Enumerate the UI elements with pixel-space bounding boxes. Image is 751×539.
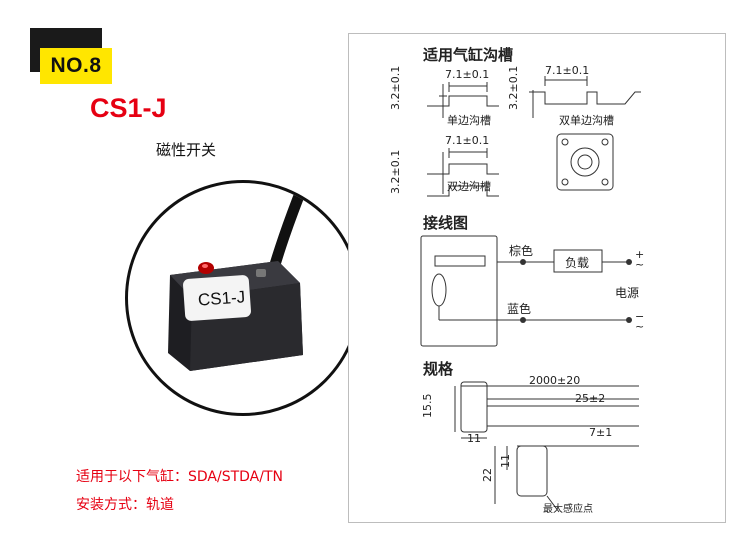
depth-dim-1: 3.2±0.1 [389,65,402,110]
product-label-text: CS1-J [197,287,246,310]
product-subtitle: 磁性开关 [156,141,217,159]
product-photo: CS1-J [125,180,361,416]
dim-22: 22 [481,468,494,482]
spec-title: 规格 [423,360,454,378]
dim-11-side: 11 [499,454,512,468]
sensor-illustration [168,183,310,371]
compatible-cylinders: 适用于以下气缸：SDA/STDA/TN [76,469,284,485]
width-dim-3: 7.1±0.1 [445,134,490,147]
load-label: 负载 [565,256,590,270]
width-dim-2: 7.1±0.1 [545,64,590,77]
power-label: 电源 [615,286,640,300]
width-dim-1: 7.1±0.1 [445,68,490,81]
sensing-point-label: 最大感应点 [543,504,593,515]
groove-title: 适用气缸沟槽 [423,46,514,64]
ac-sign-top: ~ [635,258,645,271]
height-dim: 15.5 [421,393,434,419]
wiring-title: 接线图 [423,214,469,232]
install-method: 安装方式：轨道 [76,497,174,513]
double-groove-label: 双边沟槽 [447,180,491,193]
model-number-badge: NO.8 [40,48,112,84]
single-groove-label: 单边沟槽 [447,114,491,127]
lead-length-dim: 7±1 [589,426,613,439]
minus-sign: − [635,310,645,323]
spec-panel: 适用气缸沟槽 7.1±0.1 7.1±0.1 7.1±0.1 3.2±0.1 3… [348,33,726,523]
blue-wire-label: 蓝色 [507,302,532,316]
brown-wire-label: 棕色 [509,244,534,258]
ac-sign-bottom: ~ [635,320,645,333]
model-title: CS1-J [90,93,167,123]
spec-drawing [420,76,641,513]
strip-length-dim: 25±2 [575,392,606,405]
plus-sign: + [635,248,645,261]
width-dim-spec: 11 [467,432,481,445]
depth-dim-2: 3.2±0.1 [507,65,520,110]
double-single-groove-label: 双单边沟槽 [559,114,614,127]
depth-dim-3: 3.2±0.1 [389,149,402,194]
cable-length-dim: 2000±20 [529,374,581,387]
